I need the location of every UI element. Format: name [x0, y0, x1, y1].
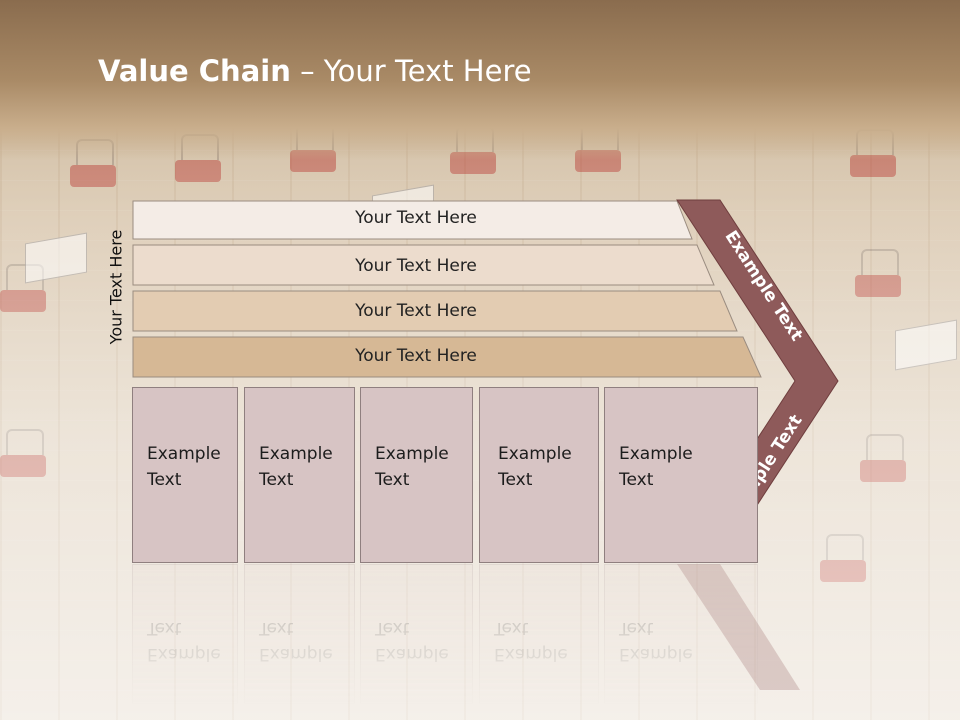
- bar-label-3: Your Text Here: [355, 301, 477, 321]
- activity-box-3[interactable]: Example Text: [360, 387, 473, 563]
- reflection-box: Example Text: [132, 564, 238, 704]
- reflection-box: Example Text: [360, 564, 473, 704]
- slide-title: Value Chain – Your Text Here: [98, 54, 532, 88]
- boxes-reflection: Example Text Example Text Example Text E…: [132, 564, 772, 714]
- reflection-text: Example Text: [259, 618, 333, 664]
- reflection-text: Example Text: [375, 618, 449, 664]
- activity-box-4[interactable]: Example Text: [479, 387, 599, 563]
- activity-box-5[interactable]: Example Text: [604, 387, 758, 563]
- header-band: [0, 0, 960, 160]
- activity-box-label: Example Text: [259, 444, 333, 490]
- support-bar-1[interactable]: [132, 200, 693, 240]
- reflection-text: Example Text: [147, 618, 221, 664]
- reflection-box: Example Text: [604, 564, 758, 704]
- support-bar-4[interactable]: [132, 336, 762, 378]
- support-bar-2[interactable]: [132, 244, 715, 286]
- reflection-box: Example Text: [244, 564, 355, 704]
- title-bold: Value Chain: [98, 54, 291, 88]
- activity-box-label: Example Text: [619, 444, 693, 490]
- chevron-reflection: [677, 564, 800, 690]
- bar-label-1: Your Text Here: [355, 208, 477, 228]
- activity-box-label: Example Text: [498, 444, 572, 490]
- activity-box-1[interactable]: Example Text: [132, 387, 238, 563]
- bar-label-4: Your Text Here: [355, 346, 477, 366]
- reflection-box: Example Text: [479, 564, 599, 704]
- support-bar-3[interactable]: [132, 290, 738, 332]
- reflection-text: Example Text: [494, 618, 568, 664]
- activity-box-label: Example Text: [147, 444, 221, 490]
- reflection-text: Example Text: [619, 618, 693, 664]
- bar-label-2: Your Text Here: [355, 256, 477, 276]
- title-rest: – Your Text Here: [290, 54, 532, 88]
- activity-box-label: Example Text: [375, 444, 449, 490]
- activity-box-2[interactable]: Example Text: [244, 387, 355, 563]
